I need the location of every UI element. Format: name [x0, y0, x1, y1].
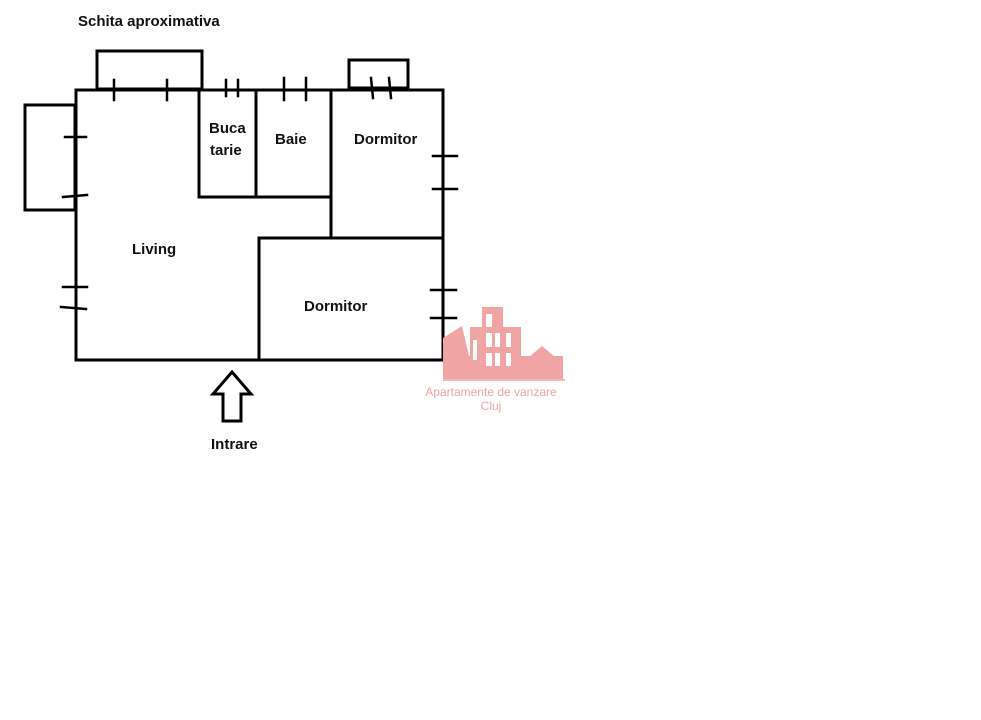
room-label-bedroom-top: Dormitor [354, 131, 418, 148]
entrance-label: Intrare [211, 436, 258, 453]
room-label-kitchen-line2: tarie [210, 142, 242, 159]
watermark-logo-icon [443, 307, 563, 379]
entrance-arrow-icon [209, 369, 255, 423]
window-marks [59, 76, 459, 320]
watermark-logo-windows [473, 314, 511, 366]
room-label-bathroom: Baie [275, 131, 307, 148]
diagram-title: Schita aproximativa [78, 13, 220, 30]
balcony-top-right [347, 58, 410, 90]
watermark-text-line2: Cluj [480, 399, 502, 413]
balcony-top [95, 49, 204, 91]
room-label-kitchen-line1: Buca [209, 120, 246, 137]
balcony-left [23, 103, 77, 212]
watermark-text-line1: Apartamente de vanzare [425, 385, 557, 399]
room-label-bedroom-bottom: Dormitor [304, 298, 368, 315]
room-label-living: Living [132, 241, 177, 258]
